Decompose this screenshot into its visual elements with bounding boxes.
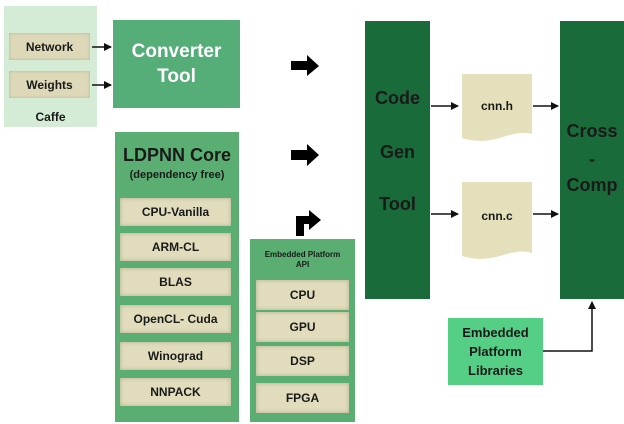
- codegen-word-gen: Gen: [379, 141, 415, 162]
- doc-cnn-c-label: cnn.c: [481, 209, 513, 223]
- converter-tool-box: Converter Tool: [113, 20, 240, 108]
- converter-line2: Tool: [157, 66, 196, 87]
- arrow-libs-cross: [543, 301, 596, 352]
- api-item-gpu: GPU: [256, 312, 349, 342]
- lib-arm-cl: ARM-CL: [120, 233, 231, 261]
- doc-cnn-c-shape: [462, 182, 532, 259]
- embedded-api-title: Embedded Platform API: [252, 248, 353, 272]
- lib-blas: BLAS: [120, 268, 231, 296]
- api-item-fpga: FPGA: [256, 383, 349, 413]
- lib-opencl-cuda: OpenCL- Cuda: [120, 305, 231, 333]
- caffe-item-network: Network: [9, 33, 90, 60]
- lib-nnpack: NNPACK: [120, 378, 231, 406]
- cross-comp-box: [560, 21, 624, 299]
- doc-cnn-h-shape: [462, 74, 532, 141]
- block-arrow-mid: [291, 144, 319, 166]
- cross-word-comp: Comp: [566, 174, 618, 195]
- api-item-dsp: DSP: [256, 346, 349, 376]
- codegen-word-code: Code: [375, 87, 420, 108]
- lib-winograd: Winograd: [120, 342, 231, 370]
- codegen-word-tool: Tool: [379, 193, 416, 214]
- ldpnn-title: LDPNN Core: [122, 144, 231, 165]
- caffe-group: [4, 6, 97, 127]
- embedded-libraries-box: Embedded Platform Libraries: [448, 318, 543, 385]
- caffe-item-weights: Weights: [9, 71, 90, 98]
- block-arrow-top: [291, 55, 319, 76]
- api-item-cpu: CPU: [256, 280, 349, 310]
- converter-line1: Converter: [131, 41, 222, 62]
- block-arrow-bent: [296, 210, 321, 236]
- code-gen-tool-box: [365, 21, 430, 299]
- ldpnn-subtitle: (dependency free): [129, 169, 225, 181]
- api-title-line2: API: [295, 260, 310, 269]
- emblibs-line2: Platform: [469, 344, 522, 359]
- caffe-label: Caffe: [35, 110, 66, 124]
- api-title-line1: Embedded Platform: [264, 250, 341, 259]
- cross-word-dash: -: [589, 148, 595, 169]
- cross-word-cross: Cross: [566, 120, 618, 141]
- lib-cpu-vanilla: CPU-Vanilla: [120, 198, 231, 226]
- emblibs-line1: Embedded: [462, 325, 529, 340]
- doc-cnn-h-label: cnn.h: [481, 99, 513, 113]
- emblibs-line3: Libraries: [468, 363, 523, 378]
